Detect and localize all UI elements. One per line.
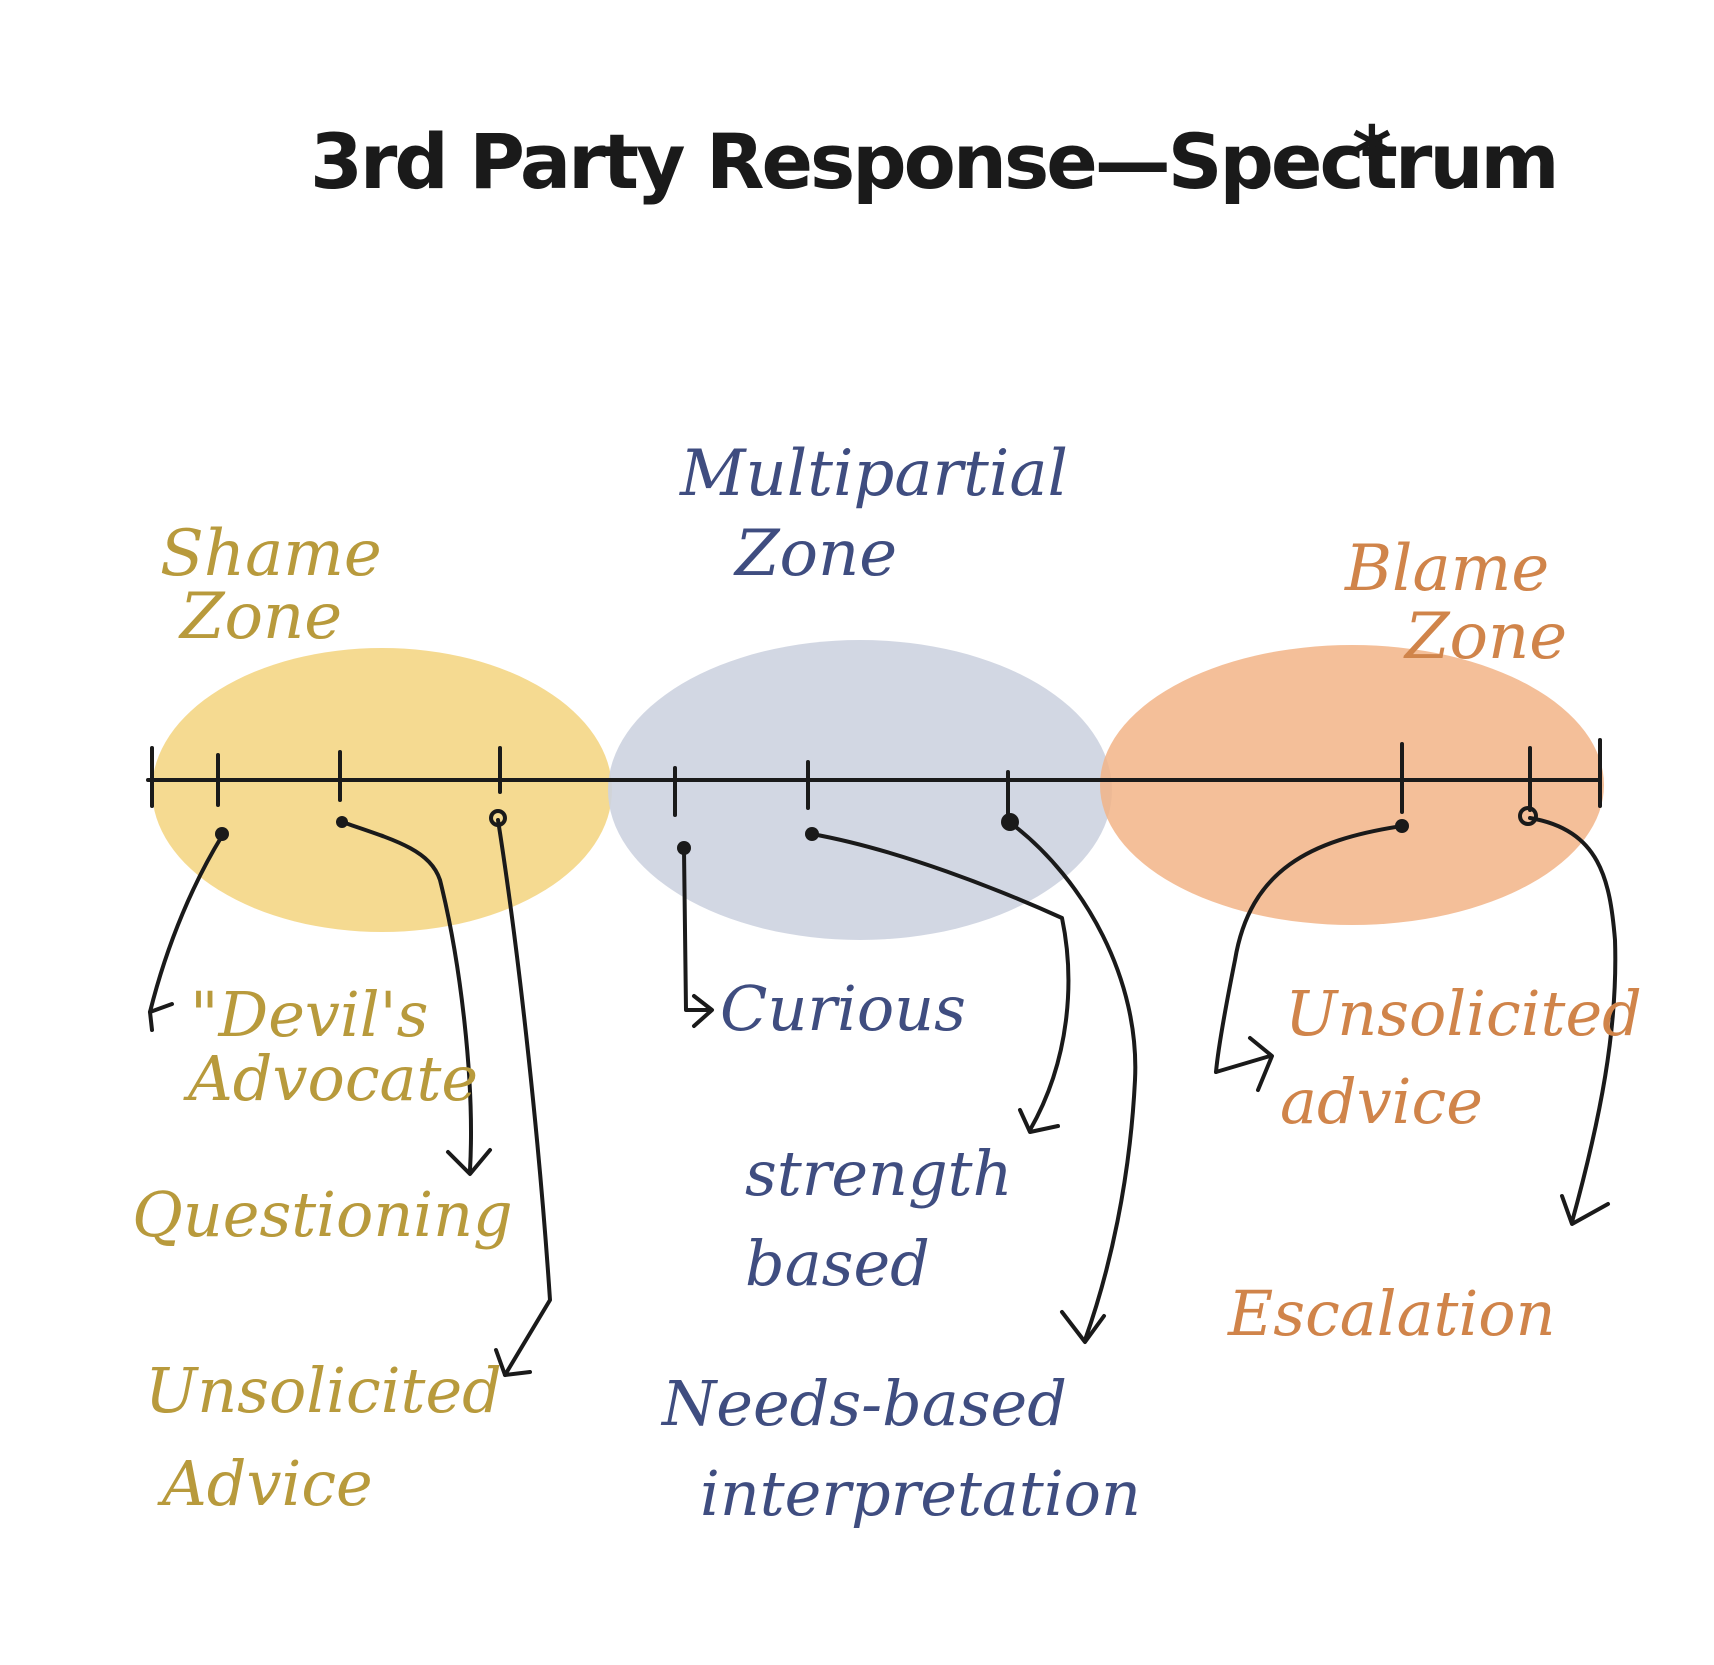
unsolicited-advice-right-line2: advice: [1280, 1065, 1483, 1138]
strength-based-line2: based: [745, 1227, 930, 1300]
escalation-line1: Escalation: [1227, 1277, 1556, 1350]
label-curious: Curious: [720, 972, 966, 1045]
devils-advocate-line2: Advocate: [183, 1042, 478, 1115]
multipartial-zone-blob: [608, 640, 1112, 940]
dot-escalation: [1518, 806, 1538, 826]
blame-zone-label-line1: Blame: [1344, 532, 1549, 606]
label-devils-advocate: "Devil's Advocate: [183, 978, 478, 1115]
needs-based-line2: interpretation: [700, 1457, 1141, 1530]
title-text: 3rd Party Response—Spectrum: [310, 117, 1557, 206]
title-asterisk: *: [1352, 109, 1391, 198]
multipartial-zone-label-line1: Multipartial: [679, 437, 1068, 511]
arrow-questioning: [340, 820, 492, 1176]
blame-zone-blob: [1100, 645, 1604, 925]
arrow-escalation: [1528, 816, 1618, 1226]
shame-zone-label-line1: Shame: [160, 517, 382, 591]
unsolicited-advice-left-line2: Advice: [157, 1447, 373, 1520]
diagram-title: 3rd Party Response—Spectrum *: [310, 109, 1560, 206]
curious-line1: Curious: [720, 972, 966, 1045]
label-questioning: Questioning: [132, 1178, 513, 1251]
arrow-devils-advocate: [148, 834, 224, 1032]
unsolicited-advice-right-line1: Unsolicited: [1285, 977, 1642, 1050]
dot-curious: [677, 841, 691, 855]
shame-zone-label: Shame Zone: [160, 517, 382, 654]
blame-zone-label: Blame Zone: [1344, 532, 1567, 674]
label-strength-based: strength based: [745, 1137, 1013, 1300]
label-unsolicited-advice-left: Unsolicited Advice: [145, 1354, 502, 1520]
arrow-unsolicited-advice-left: [494, 818, 552, 1377]
label-needs-based: Needs-based interpretation: [660, 1367, 1141, 1530]
arrow-unsolicited-advice-right: [1214, 824, 1404, 1092]
questioning-line1: Questioning: [132, 1178, 513, 1251]
multipartial-zone-label: Multipartial Zone: [679, 437, 1068, 591]
shame-zone-label-line2: Zone: [178, 580, 342, 654]
label-escalation: Escalation: [1227, 1277, 1556, 1350]
needs-based-line1: Needs-based: [660, 1367, 1067, 1440]
strength-based-line1: strength: [745, 1137, 1013, 1210]
arrow-strength-based: [810, 832, 1071, 1134]
label-unsolicited-advice-right: Unsolicited advice: [1280, 977, 1642, 1138]
unsolicited-advice-left-line1: Unsolicited: [145, 1354, 502, 1427]
arrow-curious: [682, 848, 714, 1028]
devils-advocate-line1: "Devil's: [190, 978, 428, 1051]
multipartial-zone-label-line2: Zone: [733, 517, 897, 591]
arrow-needs-based: [1010, 822, 1138, 1344]
shame-zone-blob: [152, 648, 612, 932]
blame-zone-label-line2: Zone: [1403, 600, 1567, 674]
